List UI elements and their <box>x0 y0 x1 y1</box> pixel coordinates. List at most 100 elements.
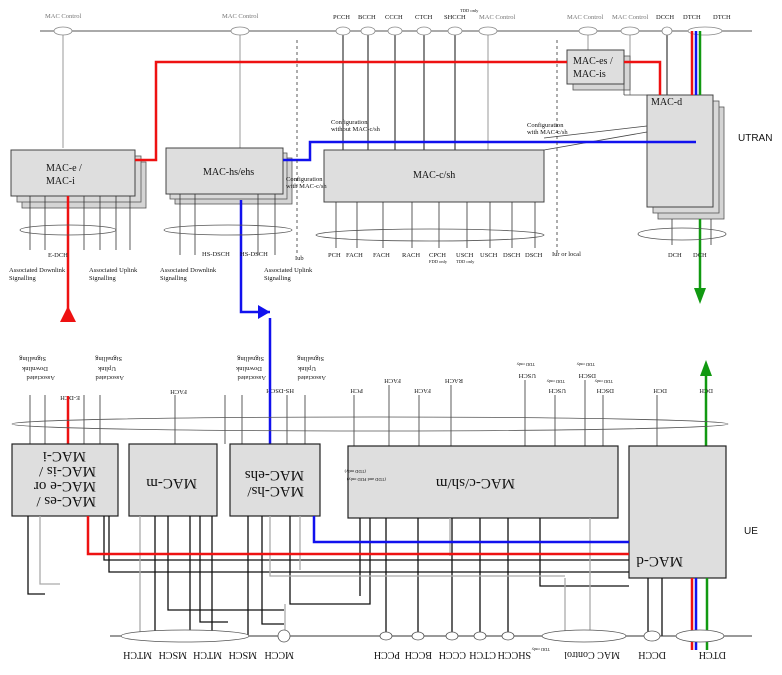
ue-mac-es-entity: MAC-es / MAC-e or MAC-is / MAC-i <box>11 443 119 517</box>
config-without-note-1: Configuration <box>331 119 368 126</box>
ue-sig-c1: Associated <box>237 374 266 381</box>
ue-transport-lines <box>29 380 658 446</box>
ue-mac-m-entity: MAC-m <box>128 443 218 517</box>
config-without-note-2: without MAC-c/sh <box>331 126 381 133</box>
utran-side-label: UTRAN <box>738 133 772 144</box>
iub-label: Iub <box>295 255 304 262</box>
ue-mac-hs-2: MAC-ehs <box>245 467 304 483</box>
ue-usch-tdd: TDD only <box>516 362 535 367</box>
ue-sig-d2: Uplink <box>297 365 316 372</box>
utran-cpch-label: CPCH <box>429 252 446 259</box>
iur-label: Iur or local <box>552 251 581 258</box>
ue-mcch: MCCH <box>265 649 294 660</box>
ue-fach-label: FACH <box>170 388 187 395</box>
ue-edch-label: E-DCH <box>60 394 80 401</box>
ue-bottom-channel-labels: MTCH MSCH MTCH MSCH MCCH PCCH BCCH CCCH … <box>123 647 726 660</box>
ue-ctch: CTCH <box>469 649 496 660</box>
ue-mac-m-label: MAC-m <box>146 475 197 491</box>
ue-hsdsch-label: HS-DSCH <box>266 387 294 394</box>
ue-fach-label-2: FACH <box>384 377 401 384</box>
ue-dch-label-1: DCH <box>653 387 667 394</box>
utran-sig-dl-2: Signalling <box>9 275 36 282</box>
utran-cpch-fdd-note: FDD only <box>429 259 448 264</box>
utran-sig-ul2-1: Associated Uplink <box>264 267 313 274</box>
ue-red-route <box>86 516 629 556</box>
utran-mac-hs-entity: MAC-hs/ehs <box>165 147 293 205</box>
utran-usch-label: USCH <box>456 252 474 259</box>
ue-fach-label-3: FACH <box>414 387 431 394</box>
ue-pch-label: PCH <box>350 387 363 394</box>
utran-mac-es-entity: MAC-es / MAC-is <box>566 49 631 91</box>
utran-usch-label-2: USCH <box>480 252 498 259</box>
ue-mac-es-2: MAC-e or <box>34 478 96 494</box>
utran-transport-lines <box>29 194 712 255</box>
ue-sig-c3: Signalling <box>237 355 264 362</box>
ue-sig-b3: Signalling <box>95 355 122 362</box>
ue-sig-b1: Associated <box>95 374 124 381</box>
ue-mac-d-entity: MAC-d <box>628 445 727 579</box>
utran-sig-ul2-2: Signalling <box>264 275 291 282</box>
green-down-arrow <box>694 288 706 304</box>
ue-blue-route <box>312 516 629 544</box>
ue-msch-2: MSCH <box>229 649 257 660</box>
utran-sig-dl2-2: Signalling <box>160 275 187 282</box>
utran-dch-label-2: DCH <box>693 252 707 259</box>
ue-sig-c2: Downlink <box>235 365 262 372</box>
utran-mac-es-label-1: MAC-es / <box>573 56 613 67</box>
ue-sig-d1: Associated <box>297 374 326 381</box>
utran-sig-ul-1: Associated Uplink <box>89 267 138 274</box>
red-up-arrow <box>60 306 76 322</box>
utran-red-edch-path <box>135 60 567 162</box>
utran-sig-dl-1: Associated Downlink <box>9 267 66 274</box>
utran-mac-e-label-2: MAC-i <box>46 176 75 187</box>
utran-mac-control-label-1: MAC Control <box>45 13 81 20</box>
ue-mac-es-4: MAC-i <box>43 448 86 464</box>
utran-shcch-tdd-note: TDD only <box>460 8 479 13</box>
utran-sig-ul-2: Signalling <box>89 275 116 282</box>
utran-mac-control-label-2: MAC Control <box>222 13 258 20</box>
ue-dch-label-2: DCH <box>699 387 713 394</box>
utran-transport-ellipses <box>19 224 727 242</box>
ue-mac-csh-entity: MAC-c/sh/m (TDD and FDD only) (TDD only) <box>344 445 619 519</box>
utran-mac-d-entity: MAC-d <box>646 94 725 220</box>
ue-rach-label: RACH <box>445 377 463 384</box>
utran-mac-hs-label: MAC-hs/ehs <box>203 167 254 178</box>
utran-mac-control-label-3: MAC Control <box>479 14 515 21</box>
utran-blue-hsdsch-path <box>283 140 696 162</box>
utran-dcch-label: DCCH <box>656 14 674 21</box>
utran-red-mac-es-to-d <box>624 60 662 95</box>
utran-sig-dl2-1: Associated Downlink <box>160 267 217 274</box>
utran-pcch-label: PCCH <box>333 14 350 21</box>
utran-dsch-label-1: DSCH <box>503 252 521 259</box>
ue-mac-hs-entity: MAC-hs/ MAC-ehs <box>229 443 321 517</box>
utran-dsch-label-2: DSCH <box>525 252 543 259</box>
ue-sig-a3: Signalling <box>19 355 46 362</box>
utran-rach-label: RACH <box>402 252 420 259</box>
config-with-hs-note-1: Configuration <box>286 176 323 183</box>
utran-csh-to-macd-links <box>543 84 648 151</box>
ue-ccch: CCCH <box>439 649 466 660</box>
utran-ccch-label: CCCH <box>385 14 403 21</box>
utran-fach-label-2: FACH <box>373 252 390 259</box>
config-with-hs-note-2: with MAC-c/sh <box>286 183 327 190</box>
utran-mac-control-label-4: MAC Control <box>567 14 603 21</box>
ue-sig-a1: Associated <box>26 374 55 381</box>
ue-mac-d-label: MAC-d <box>636 553 683 569</box>
ue-mbms-note-2: (TDD only) <box>344 469 366 474</box>
utran-dtch-label-2: DTCH <box>713 14 731 21</box>
utran-pch-label: PCH <box>328 252 341 259</box>
utran-hsdsch-label-1: HS-DSCH <box>202 251 230 258</box>
ue-dtch: DTCH <box>699 649 726 660</box>
utran-bcch-label: BCCH <box>358 14 376 21</box>
blue-right-arrow <box>258 305 270 319</box>
ue-dsch-tdd: TDD only <box>576 362 595 367</box>
ue-mac-hs-1: MAC-hs/ <box>246 483 304 499</box>
ue-mac-csh-label: MAC-c/sh/m <box>436 475 516 491</box>
ue-mtch-2: MTCH <box>193 649 222 660</box>
utran-mac-es-label-2: MAC-is <box>573 69 606 80</box>
ue-mac-es-3: MAC-is / <box>38 463 96 479</box>
ue-mbms-note-1: (TDD and FDD only) <box>346 477 386 482</box>
utran-logical-channel-lines <box>342 31 668 150</box>
ue-gray-mac-control-lines <box>39 516 591 636</box>
